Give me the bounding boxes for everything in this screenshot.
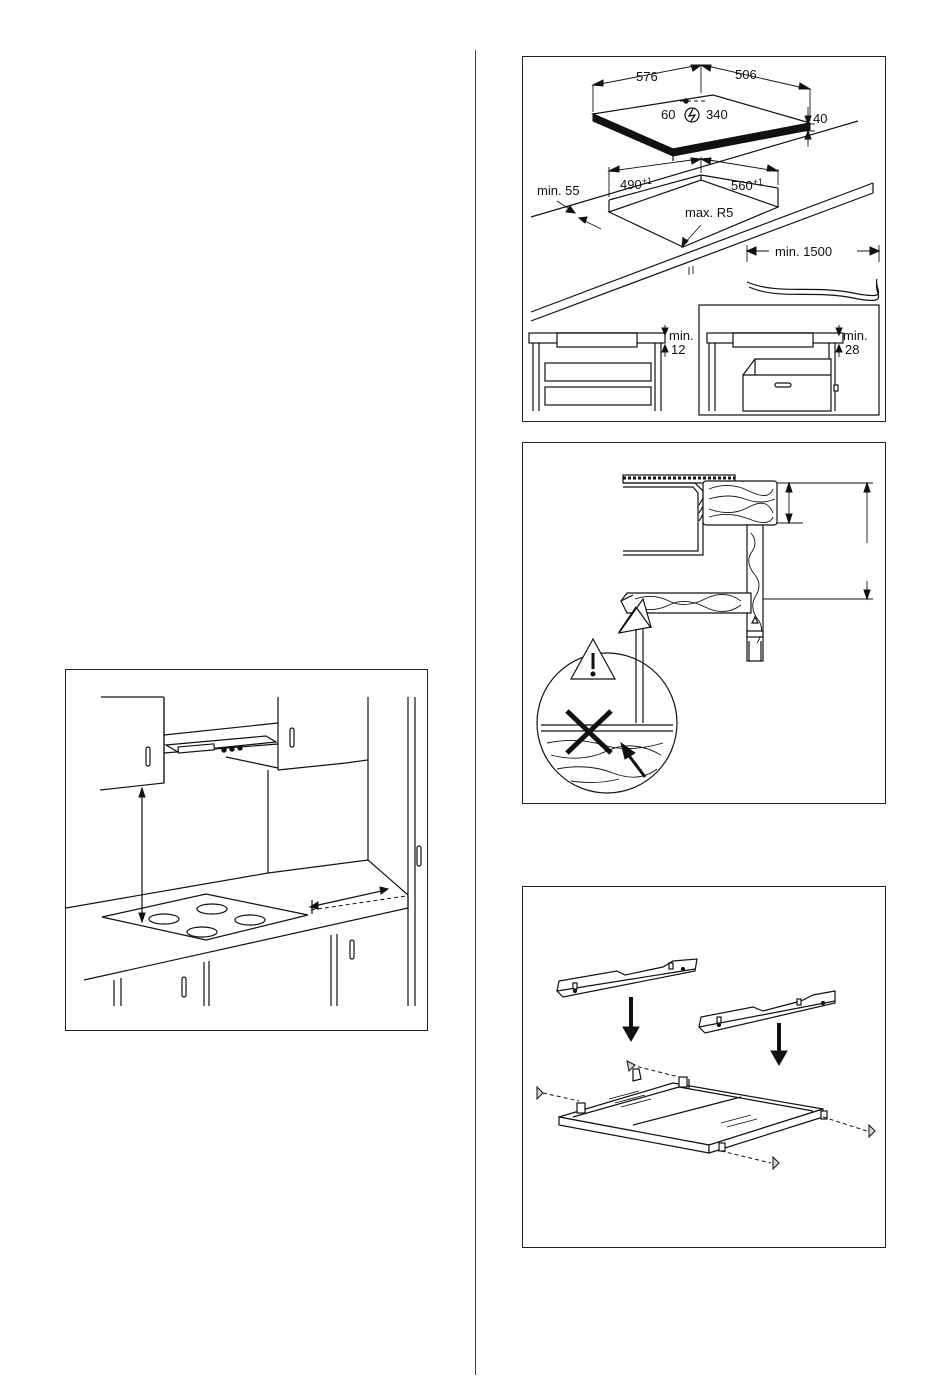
height-arrow	[139, 788, 145, 922]
tall-cabinet	[408, 697, 421, 1006]
cable-min-label: min. 1500	[775, 244, 832, 259]
warning-bubble	[537, 599, 677, 793]
gap-left-min-label: min.	[669, 328, 694, 343]
side-distance-arrow	[310, 887, 406, 914]
right-bracket	[699, 991, 835, 1033]
radius-label: max. R5	[685, 205, 733, 220]
hob	[102, 894, 308, 940]
lower-cabinets	[114, 934, 354, 1006]
panel-kitchen-hood	[65, 669, 428, 1031]
left-upper-cabinet	[100, 697, 164, 790]
cable-dimension: min. 1500	[747, 244, 879, 300]
cable	[747, 279, 879, 296]
left-bracket	[557, 959, 697, 997]
gap-right-val-label: 28	[845, 342, 859, 357]
column-divider	[475, 50, 476, 1375]
panel-cutout-dimensions: 576 506 60 340 40	[522, 56, 886, 422]
section-left: min. 12	[529, 325, 694, 411]
gap-left-val-label: 12	[671, 342, 685, 357]
extractor-hood	[164, 723, 278, 768]
section-warning-diagram	[523, 443, 887, 805]
bracket-assembly-diagram	[523, 887, 887, 1249]
panel-section-warning	[522, 442, 886, 804]
panel-bracket-assembly	[522, 886, 886, 1248]
hob-body	[593, 95, 810, 161]
dim-height-label: 40	[813, 111, 827, 126]
cut-depth-label: 560+1	[731, 177, 763, 193]
dim-depth-label: 506	[735, 67, 757, 82]
dim-conn-right-label: 340	[706, 107, 728, 122]
section-right: min. 28	[699, 305, 879, 415]
tray	[559, 1069, 827, 1153]
dim-width-label: 576	[636, 69, 658, 84]
kitchen-hood-illustration	[66, 670, 429, 1032]
gap-right-min-label: min.	[843, 328, 868, 343]
edge-min-label: min. 55	[537, 183, 580, 198]
right-upper-cabinet	[278, 697, 368, 770]
section-dim-lines	[763, 483, 873, 599]
cutout-dimensions-diagram: 576 506 60 340 40	[523, 57, 887, 423]
dim-conn-left-label: 60	[661, 107, 675, 122]
